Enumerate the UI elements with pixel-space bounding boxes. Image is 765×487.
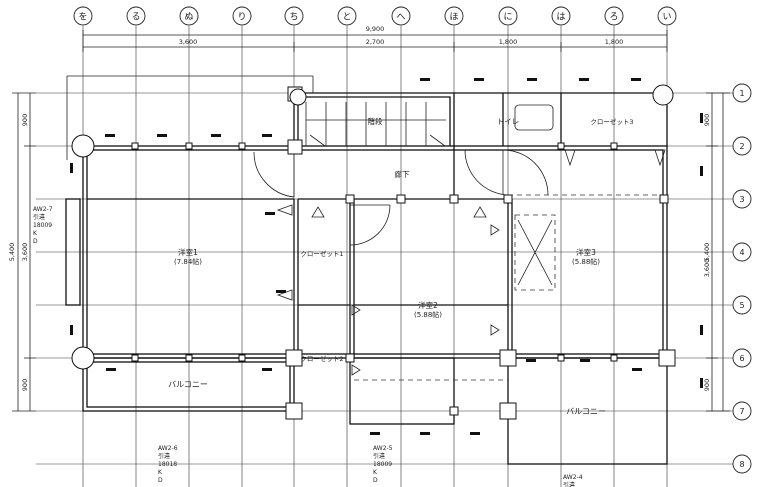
room-label-closet1: クローゼット1 (300, 249, 343, 258)
grid-bubble-y (732, 83, 752, 103)
grid-label-x: を (78, 12, 87, 23)
room-label-closet3: クローゼット3 (590, 117, 633, 126)
grid-label-x: ぬ (184, 12, 193, 23)
grid-label-x: ほ (449, 12, 458, 23)
span-dimension-4: 1,800 (605, 38, 624, 46)
grid-bubble-y (732, 401, 752, 421)
window-note-line: D (33, 238, 38, 245)
window-note-line: 引違 (158, 452, 170, 460)
grid-bubble-x (232, 6, 252, 26)
window-note-line: 18018 (158, 461, 177, 468)
fixtures (276, 149, 667, 381)
left-overall-dimension: 5,400 (8, 243, 16, 262)
window-note-line: D (373, 477, 378, 484)
grid-bubble-y (732, 295, 752, 315)
grid-label-x: は (556, 12, 565, 23)
left-span-1: 900 (21, 114, 29, 126)
room-label-room2: 洋室2 (418, 300, 438, 310)
right-span-3: 900 (703, 379, 711, 391)
left-span-3: 900 (21, 379, 29, 391)
window-note-line: AW2-7 (33, 206, 53, 213)
grid-label-y: 1 (739, 89, 744, 98)
window-note-line: AW2-4 (563, 474, 583, 481)
window-note-line: D (158, 477, 163, 484)
grid-y-bubbles: 1 2 3 4 5 6 7 8 (732, 83, 752, 474)
grid-bubble-x (284, 6, 304, 26)
grid-x-bubbles: をるぬりちとへほにはろい (73, 6, 677, 26)
window-note-line: 18009 (33, 222, 52, 229)
stair-treads (305, 102, 446, 147)
left-span-2: 3,600 (21, 243, 29, 262)
window-note-aw24: AW2-4引違 (563, 474, 583, 487)
room-label-stair: 階段 (368, 116, 383, 126)
room-size-room1: (7.84帖) (174, 257, 202, 266)
window-note-line: AW2-5 (373, 445, 393, 452)
grid-label-x: り (237, 12, 246, 23)
grid-bubble-x (551, 6, 571, 26)
room-label-room3: 洋室3 (576, 247, 596, 257)
grid-bubble-y (732, 242, 752, 262)
grid-label-x: へ (396, 13, 405, 23)
grid-label-y: 8 (739, 460, 744, 469)
grid-label-y: 3 (739, 195, 744, 204)
window-note-line: 引違 (563, 481, 575, 487)
grid-label-x: ろ (609, 12, 618, 23)
grid-bubble-x (391, 6, 411, 26)
span-dimension-3: 1,800 (499, 38, 518, 46)
window-note-line: K (33, 230, 38, 237)
grid-label-x: い (662, 13, 671, 23)
grid-bubble-x (337, 6, 357, 26)
grid-bubble-x (498, 6, 518, 26)
room-size-room2: (5.88帖) (414, 310, 442, 319)
walls (65, 75, 668, 465)
grid-label-y: 5 (739, 301, 744, 310)
window-note-line: 18009 (373, 461, 392, 468)
columns (71, 84, 676, 420)
window-note-line: 引違 (373, 452, 385, 460)
grid-lines (36, 26, 733, 487)
grid-label-y: 7 (739, 407, 744, 416)
grid-bubble-y (732, 136, 752, 156)
room-label-balcony-right: バルコニー (566, 407, 606, 416)
grid-bubble-x (73, 6, 93, 26)
grid-label-y: 2 (739, 142, 744, 151)
room-label-room1: 洋室1 (178, 247, 198, 257)
grid-bubble-x (657, 6, 677, 26)
grid-bubble-x (126, 6, 146, 26)
grid-label-y: 6 (739, 354, 744, 363)
hardware-markers (70, 78, 703, 435)
room-label-toilet: トイレ (497, 117, 520, 126)
grid-bubble-y (732, 454, 752, 474)
grid-bubble-y (732, 348, 752, 368)
grid-label-x: ち (289, 12, 298, 23)
grid-label-y: 4 (739, 248, 744, 257)
span-dimension-2: 2,700 (366, 38, 385, 46)
window-note-line: K (158, 469, 163, 476)
grid-label-x: と (342, 12, 351, 23)
dimension-lines (12, 30, 730, 412)
window-note-line: K (373, 469, 378, 476)
right-span-1: 900 (703, 114, 711, 126)
grid-bubble-x (604, 6, 624, 26)
door-swings (253, 149, 549, 246)
room-label-closet2: クローゼット2 (300, 354, 343, 363)
window-note-line: 引違 (33, 213, 45, 221)
grid-label-x: に (503, 12, 512, 23)
grid-label-x: る (131, 12, 140, 23)
room-size-room3: (5.88帖) (572, 257, 600, 266)
grid-bubble-x (444, 6, 464, 26)
span-dimension-1: 3,600 (179, 38, 198, 46)
room-label-balcony-left: バルコニー (168, 380, 208, 389)
grid-bubble-x (179, 6, 199, 26)
room-label-hall: 廊下 (395, 169, 410, 179)
window-note-line: AW2-6 (158, 445, 178, 452)
right-span-2: 3,600 (703, 259, 711, 278)
grid-bubble-y (732, 189, 752, 209)
overall-width-dimension: 9,900 (366, 25, 385, 33)
right-overall-dimension: 5,400 (703, 243, 711, 262)
